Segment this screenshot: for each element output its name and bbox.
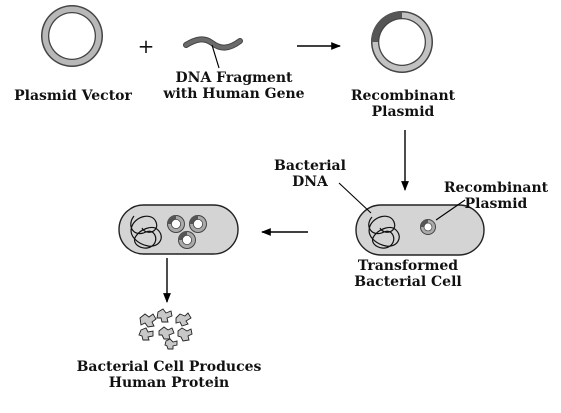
- protein-molecule: [156, 308, 173, 323]
- pointer-recombinant-plasmid: [435, 199, 466, 221]
- label-protein-caption: Bacterial Cell Produces Human Protein: [76, 359, 262, 391]
- multiplied-plasmid-1: [167, 215, 185, 233]
- multiplied-plasmid-2: [189, 215, 207, 233]
- protein-molecule: [138, 327, 154, 341]
- recombinant-plasmid: [371, 11, 433, 73]
- label-recombinant-plasmid: Recombinant Plasmid: [350, 88, 456, 120]
- protein-molecule: [158, 326, 175, 340]
- label-transformed-cell: Transformed Bacterial Cell: [354, 258, 462, 290]
- dna-fragment-pointer: [211, 44, 220, 69]
- human-protein-cluster: [138, 308, 193, 350]
- transformed-cell-plasmid: [420, 219, 436, 235]
- recombinant-hole: [379, 19, 425, 65]
- transformed-cell-body: [355, 204, 485, 256]
- plasmid-vector-hole: [49, 13, 95, 59]
- label-plasmid-vector: Plasmid Vector: [14, 88, 132, 104]
- transformed-cell-bacterial-dna: [368, 215, 400, 249]
- protein-molecule: [164, 338, 178, 350]
- multiplied-cell-bacterial-dna: [130, 215, 162, 249]
- dna-fragment: [183, 36, 243, 69]
- protein-molecule: [139, 313, 157, 328]
- pointer-bacterial-dna: [338, 182, 372, 214]
- label-dna-fragment: DNA Fragment with Human Gene: [163, 70, 305, 102]
- plasmid-vector: [41, 5, 103, 67]
- protein-molecule: [175, 312, 192, 327]
- label-bacterial-dna: Bacterial DNA: [274, 158, 346, 190]
- multiplied-cell: [118, 204, 239, 255]
- label-plus: +: [137, 34, 155, 58]
- label-cell-recombinant-plasmid: Recombinant Plasmid: [443, 180, 549, 212]
- multiplied-plasmid-3: [178, 231, 196, 249]
- dna-fragment-strand: [184, 37, 242, 50]
- transformed-cell: [338, 182, 485, 256]
- protein-molecule: [177, 327, 193, 342]
